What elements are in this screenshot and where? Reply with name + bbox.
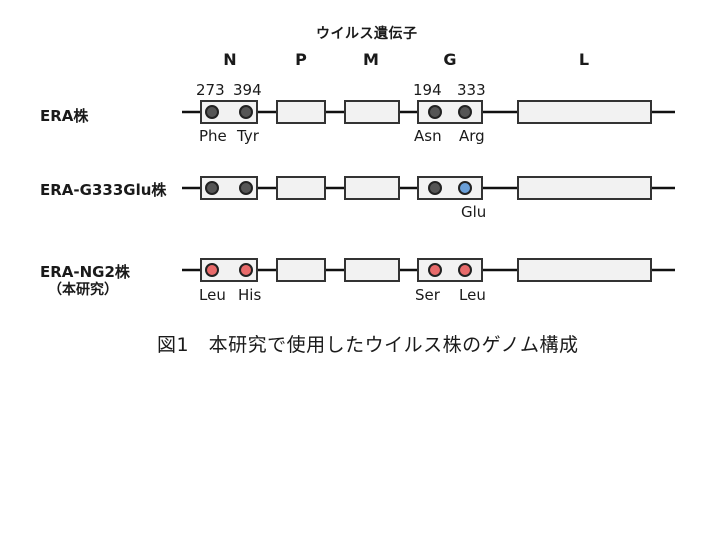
gene-label-n: N (223, 50, 237, 69)
mutation-dot-g2-era-g333glu (458, 181, 472, 195)
gene-box-p-era-g333glu (276, 176, 326, 200)
residue-ng2-g194: Ser (415, 286, 440, 304)
mutation-dot-n1-era (205, 105, 219, 119)
mutation-dot-n1-era-g333glu (205, 181, 219, 195)
gene-box-m-era (344, 100, 400, 124)
strain-label-era-g333glu: ERA-G333Glu株 (40, 181, 167, 199)
residue-era-g333: Arg (459, 127, 485, 145)
position-n-394: 394 (233, 81, 262, 99)
mutation-dot-g2-era-ng2 (458, 263, 472, 277)
strain-label-era: ERA株 (40, 107, 89, 125)
gene-box-l-era-g333glu (517, 176, 652, 200)
mutation-dot-n2-era (239, 105, 253, 119)
mutation-dot-g1-era-ng2 (428, 263, 442, 277)
gene-box-p-era (276, 100, 326, 124)
gene-label-l: L (578, 50, 590, 69)
position-g-194: 194 (413, 81, 442, 99)
position-n-273: 273 (196, 81, 225, 99)
residue-ng2-n394: His (238, 286, 262, 304)
residue-g333glu-g333: Glu (461, 203, 487, 221)
gene-box-g-era-ng2 (417, 258, 483, 282)
mutation-dot-g1-era (428, 105, 442, 119)
gene-box-g-era (417, 100, 483, 124)
gene-box-p-era-ng2 (276, 258, 326, 282)
mutation-dot-g1-era-g333glu (428, 181, 442, 195)
residue-ng2-n273: Leu (199, 286, 226, 304)
residue-era-n273: Phe (199, 127, 227, 145)
residue-era-g194: Asn (414, 127, 442, 145)
strain-note-this-study: （本研究） (48, 282, 118, 298)
gene-label-p: P (295, 50, 307, 69)
residue-era-n394: Tyr (237, 127, 259, 145)
mutation-dot-n2-era-ng2 (239, 263, 253, 277)
gene-label-g: G (443, 50, 457, 69)
position-g-333: 333 (457, 81, 486, 99)
mutation-dot-g2-era (458, 105, 472, 119)
mutation-dot-n1-era-ng2 (205, 263, 219, 277)
figure-title: ウイルス遺伝子 (316, 26, 418, 42)
gene-box-g-era-g333glu (417, 176, 483, 200)
gene-box-m-era-g333glu (344, 176, 400, 200)
mutation-dot-n2-era-g333glu (239, 181, 253, 195)
gene-box-l-era (517, 100, 652, 124)
strain-label-era-ng2: ERA-NG2株 (40, 263, 130, 281)
gene-label-m: M (363, 50, 379, 69)
gene-box-l-era-ng2 (517, 258, 652, 282)
residue-ng2-g333: Leu (459, 286, 486, 304)
figure-caption: 図1 本研究で使用したウイルス株のゲノム構成 (157, 334, 579, 356)
gene-box-m-era-ng2 (344, 258, 400, 282)
